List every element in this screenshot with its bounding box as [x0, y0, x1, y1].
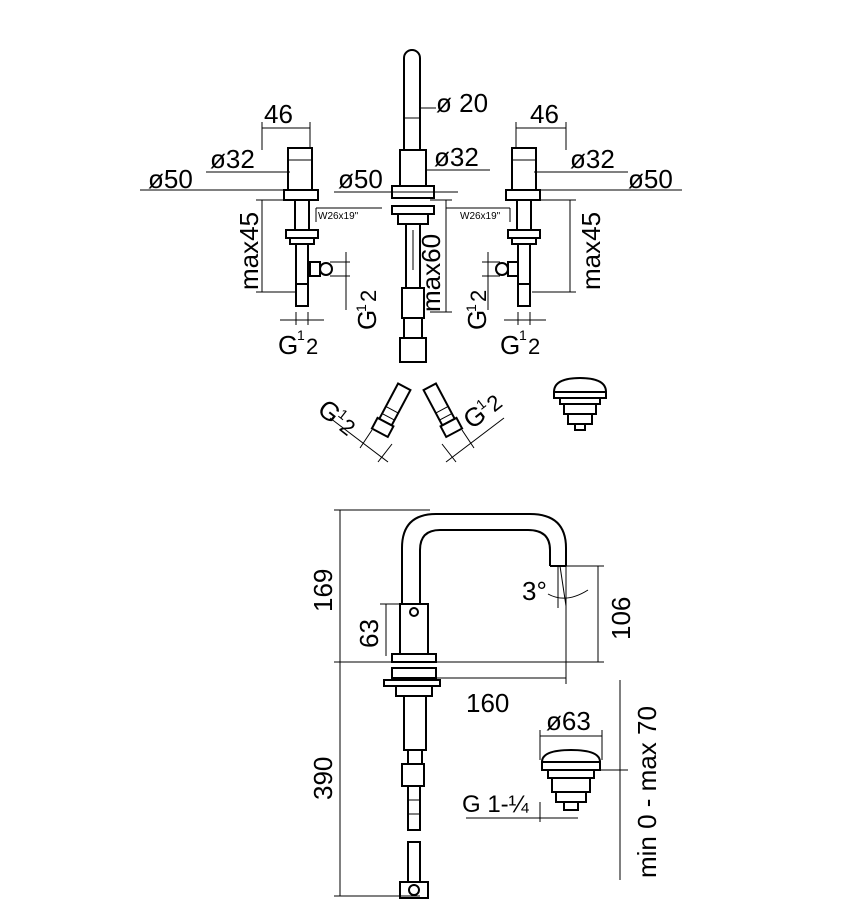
left-bottom-thread: G — [278, 330, 298, 360]
hose-right: G 1 2 — [422, 382, 507, 463]
right-outlet-num: 1 — [463, 304, 479, 312]
left-knob-dia: ø32 — [210, 144, 255, 174]
right-thread-note: W26x19" — [460, 211, 501, 222]
left-bottom-den: 2 — [306, 334, 318, 359]
right-outlet-den: 2 — [466, 290, 491, 302]
left-valve-height: max45 — [234, 212, 264, 290]
left-rosette-dia: ø50 — [148, 164, 193, 194]
drain-plug-top — [552, 376, 608, 431]
waste-range: min 0 - max 70 — [632, 706, 662, 878]
hose-right-den: 2 — [482, 389, 507, 416]
right-rosette-dia: ø50 — [628, 164, 673, 194]
left-bottom-num: 1 — [297, 327, 305, 343]
waste-diameter: ø63 — [546, 706, 591, 736]
spout-side-view: 169 63 106 160 3° — [308, 509, 636, 899]
hose-left: G 1 2 — [312, 382, 412, 463]
right-bottom-num: 1 — [519, 327, 527, 343]
left-outlet-den: 2 — [356, 290, 381, 302]
left-valve: 46 ø32 ø50 W26x19" max45 G — [140, 99, 382, 360]
right-outlet-thread: G — [462, 310, 492, 330]
waste-thread: G 1-¼ — [462, 791, 530, 818]
right-knob-dia: ø32 — [570, 144, 615, 174]
left-outlet-num: 1 — [353, 304, 369, 312]
right-valve-height: max45 — [576, 212, 606, 290]
left-thread-note: W26x19" — [318, 211, 359, 222]
total-height: 169 — [308, 569, 338, 612]
spout-tube-dia: ø 20 — [436, 88, 488, 118]
right-valve: 46 ø32 ø50 W26x19" max45 G 1 2 G — [446, 99, 682, 360]
spout-reach: 160 — [466, 688, 509, 718]
spout-rosette-dia: ø50 — [338, 164, 383, 194]
left-outlet-thread: G — [352, 310, 382, 330]
body-height: 63 — [354, 619, 384, 648]
underside-height: 390 — [308, 757, 338, 800]
spout-tilt: 3° — [522, 576, 547, 606]
right-bottom-thread: G — [500, 330, 520, 360]
spout-height: max60 — [416, 234, 446, 312]
spout-height-side: 106 — [606, 597, 636, 640]
waste-drain: ø63 min 0 - max 70 G 1-¼ — [462, 680, 662, 880]
right-bottom-den: 2 — [528, 334, 540, 359]
spout-top-view: ø 20 ø32 ø50 max60 — [334, 49, 490, 363]
right-valve-width: 46 — [530, 99, 559, 129]
spout-body-dia: ø32 — [434, 142, 479, 172]
left-valve-width: 46 — [264, 99, 293, 129]
